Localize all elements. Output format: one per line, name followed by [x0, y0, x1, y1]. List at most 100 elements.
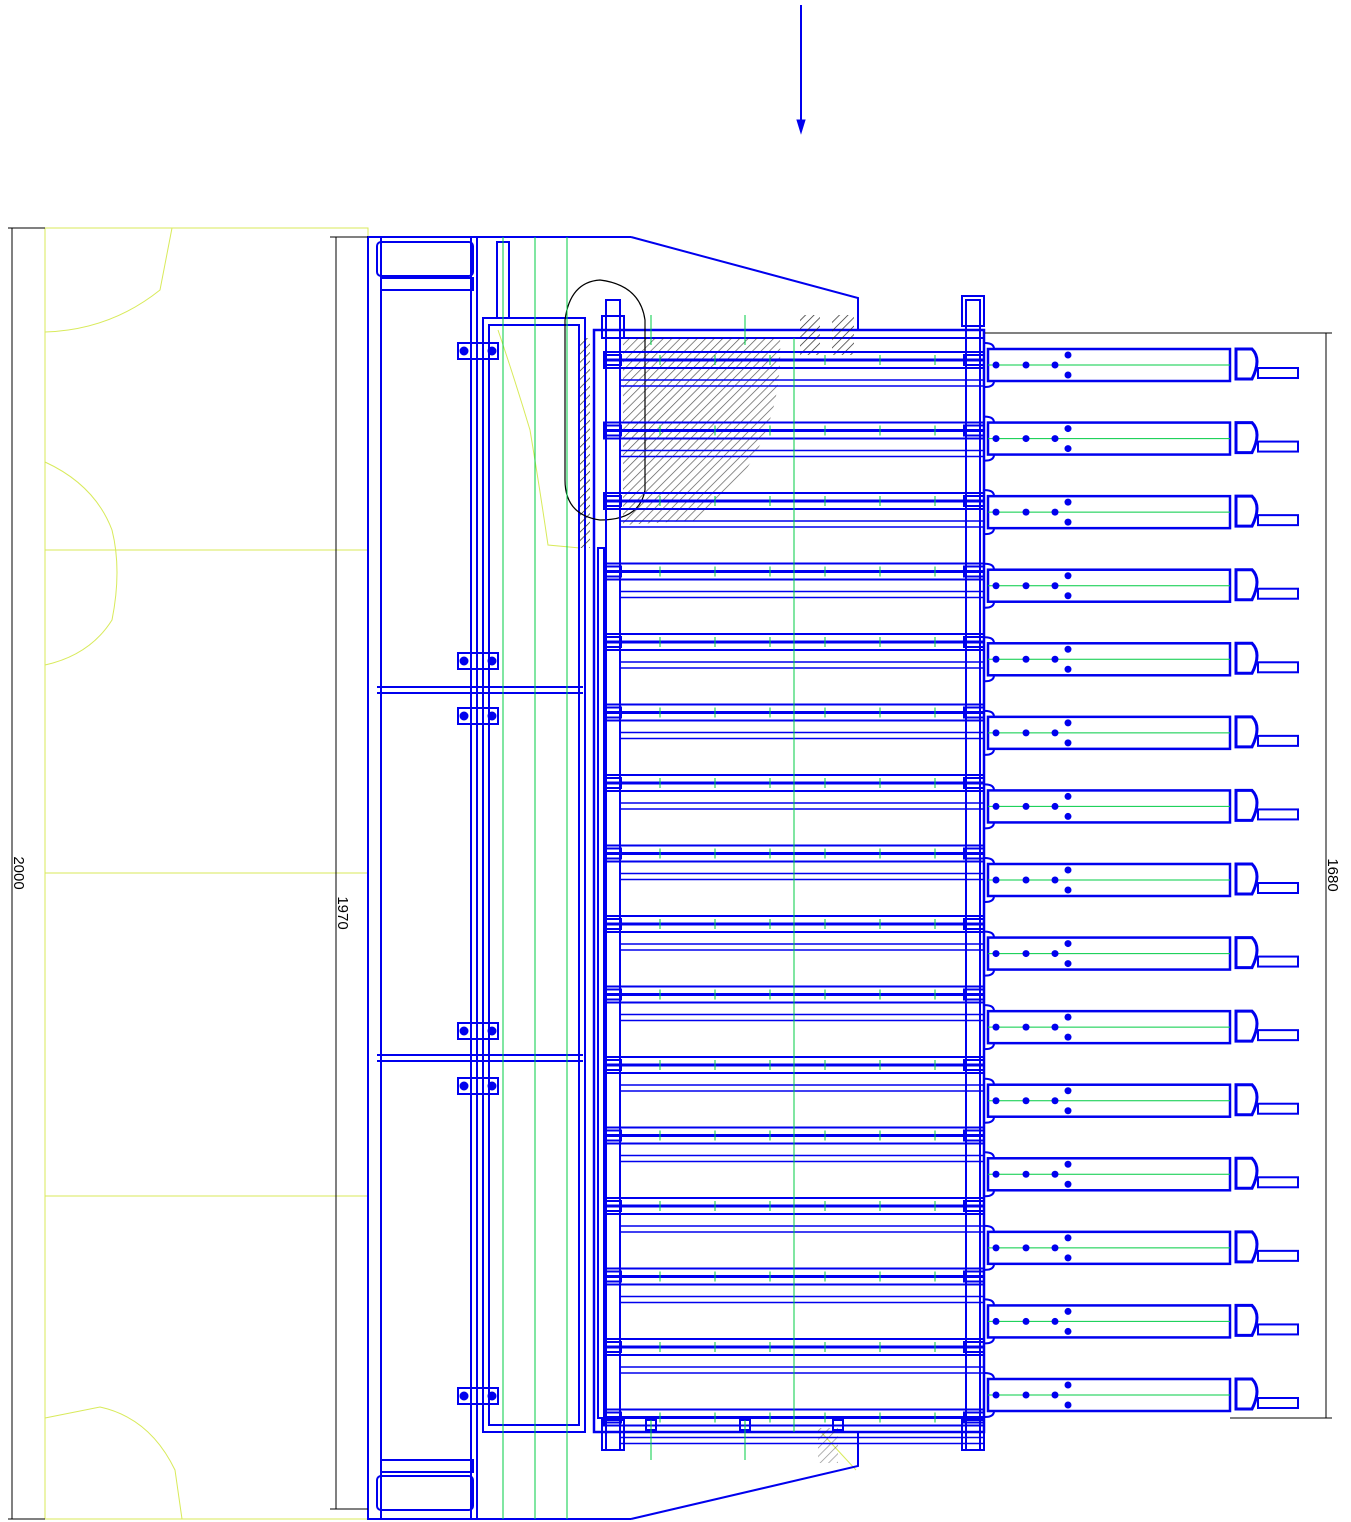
jack-bolt — [1051, 876, 1059, 884]
bottom-bolt — [832, 1419, 844, 1431]
jack-bolt — [1022, 508, 1030, 516]
jack-ram — [1257, 955, 1299, 968]
jack-ram — [1257, 1176, 1299, 1189]
jack-bolt — [1022, 1244, 1030, 1252]
jack-bolt — [1022, 1391, 1030, 1399]
tie-rod-nut — [601, 1419, 625, 1451]
jack-bolt — [1022, 950, 1030, 958]
jack-bolt — [1051, 729, 1059, 737]
jack-bolt — [1064, 572, 1072, 580]
hydraulic-jack — [984, 1077, 1299, 1124]
tie-rod-nut — [961, 1419, 985, 1451]
hydraulic-jack — [984, 1372, 1299, 1418]
hydraulic-jack — [984, 1151, 1299, 1198]
jack-bolt — [1064, 371, 1072, 379]
plate-end-block — [963, 988, 985, 1001]
jack-bracket — [984, 454, 995, 462]
jack-bolt — [1064, 960, 1072, 968]
jack-bracket — [984, 748, 995, 756]
jack-ram — [1257, 1323, 1299, 1336]
jack-bracket — [984, 415, 995, 423]
jack-bolt — [1064, 1254, 1072, 1262]
jack-head — [1234, 862, 1259, 896]
plate-end-block — [963, 847, 985, 860]
jack-bolt — [1051, 802, 1059, 810]
jack-head — [1234, 421, 1259, 455]
jack-bolt — [992, 1023, 1000, 1031]
jack-bolt — [992, 802, 1000, 810]
jack-bolt — [1064, 866, 1072, 874]
jack-bracket — [984, 783, 995, 791]
jack-bolt — [992, 1317, 1000, 1325]
jack-bracket — [984, 1190, 995, 1198]
jack-bolt — [1064, 940, 1072, 948]
jack-bolt — [1064, 1327, 1072, 1335]
jack-bracket — [984, 380, 995, 388]
jack-bolt — [1064, 351, 1072, 359]
jack-bolt — [1051, 1391, 1059, 1399]
jack-head — [1234, 1303, 1259, 1337]
jack-bolt — [1064, 665, 1072, 673]
tie-rods — [601, 295, 985, 1451]
jack-bolt — [992, 1170, 1000, 1178]
jack-bolt — [1022, 361, 1030, 369]
jack-ram — [1257, 514, 1299, 527]
jack-ram — [1257, 440, 1299, 453]
plate-end-block — [963, 424, 985, 437]
jack-bolt — [992, 876, 1000, 884]
jack-bolt — [1064, 1087, 1072, 1095]
jack-head — [1234, 715, 1259, 749]
jack-bolt — [1064, 1401, 1072, 1409]
jack-head — [1234, 1377, 1259, 1411]
jack-bolt — [1022, 1023, 1030, 1031]
jack-bolt — [992, 1391, 1000, 1399]
jack-bracket — [984, 1004, 995, 1012]
plate-end-block — [963, 918, 985, 930]
jack-bolt — [1022, 729, 1030, 737]
hydraulic-jack — [984, 636, 1299, 683]
jack-bolt — [1051, 435, 1059, 443]
jack-bolt — [992, 950, 1000, 958]
jack-bolt — [1064, 1307, 1072, 1315]
jack-bolt — [1051, 582, 1059, 590]
jack-bolt — [992, 1097, 1000, 1105]
hydraulic-jack — [984, 930, 1299, 977]
jack-bracket — [984, 709, 995, 717]
detail-callout — [564, 279, 646, 521]
jack-head — [1234, 1083, 1259, 1117]
jack-ram — [1257, 1029, 1299, 1042]
jack-bracket — [984, 1116, 995, 1124]
plate-end-block — [963, 1270, 985, 1283]
jack-bolt — [1064, 1234, 1072, 1242]
jack-ram — [1257, 367, 1299, 379]
jack-bolt — [1022, 1170, 1030, 1178]
jack-bolt — [1022, 1317, 1030, 1325]
plate-end-block — [963, 565, 985, 578]
jack-bolt — [1022, 655, 1030, 663]
jack-bolt — [1064, 1381, 1072, 1389]
jack-bolt — [1051, 1023, 1059, 1031]
jack-bolt — [1022, 435, 1030, 443]
jack-bracket — [984, 528, 995, 536]
dimension-jack-span — [985, 332, 1332, 1419]
jack-ram — [1257, 808, 1299, 821]
jack-head — [1234, 568, 1259, 602]
jack-bracket — [984, 636, 995, 644]
jack-head — [1234, 1156, 1259, 1190]
jack-bolt — [1064, 498, 1072, 506]
tie-rod-nut — [601, 315, 625, 339]
tie-rod-nut — [961, 295, 985, 327]
jack-head — [1234, 494, 1259, 528]
hydraulic-jack-array — [984, 342, 1299, 1418]
jack-bracket — [984, 1151, 995, 1159]
jack-bolt — [1051, 950, 1059, 958]
jack-ram — [1257, 1102, 1299, 1115]
plate-end-block — [963, 1129, 985, 1142]
hydraulic-jack — [984, 1224, 1299, 1271]
plate-end-block — [963, 706, 985, 719]
jack-bolt — [1064, 1033, 1072, 1041]
plate-end-block — [963, 636, 985, 648]
jack-head — [1234, 1230, 1259, 1264]
jack-bracket — [984, 601, 995, 609]
